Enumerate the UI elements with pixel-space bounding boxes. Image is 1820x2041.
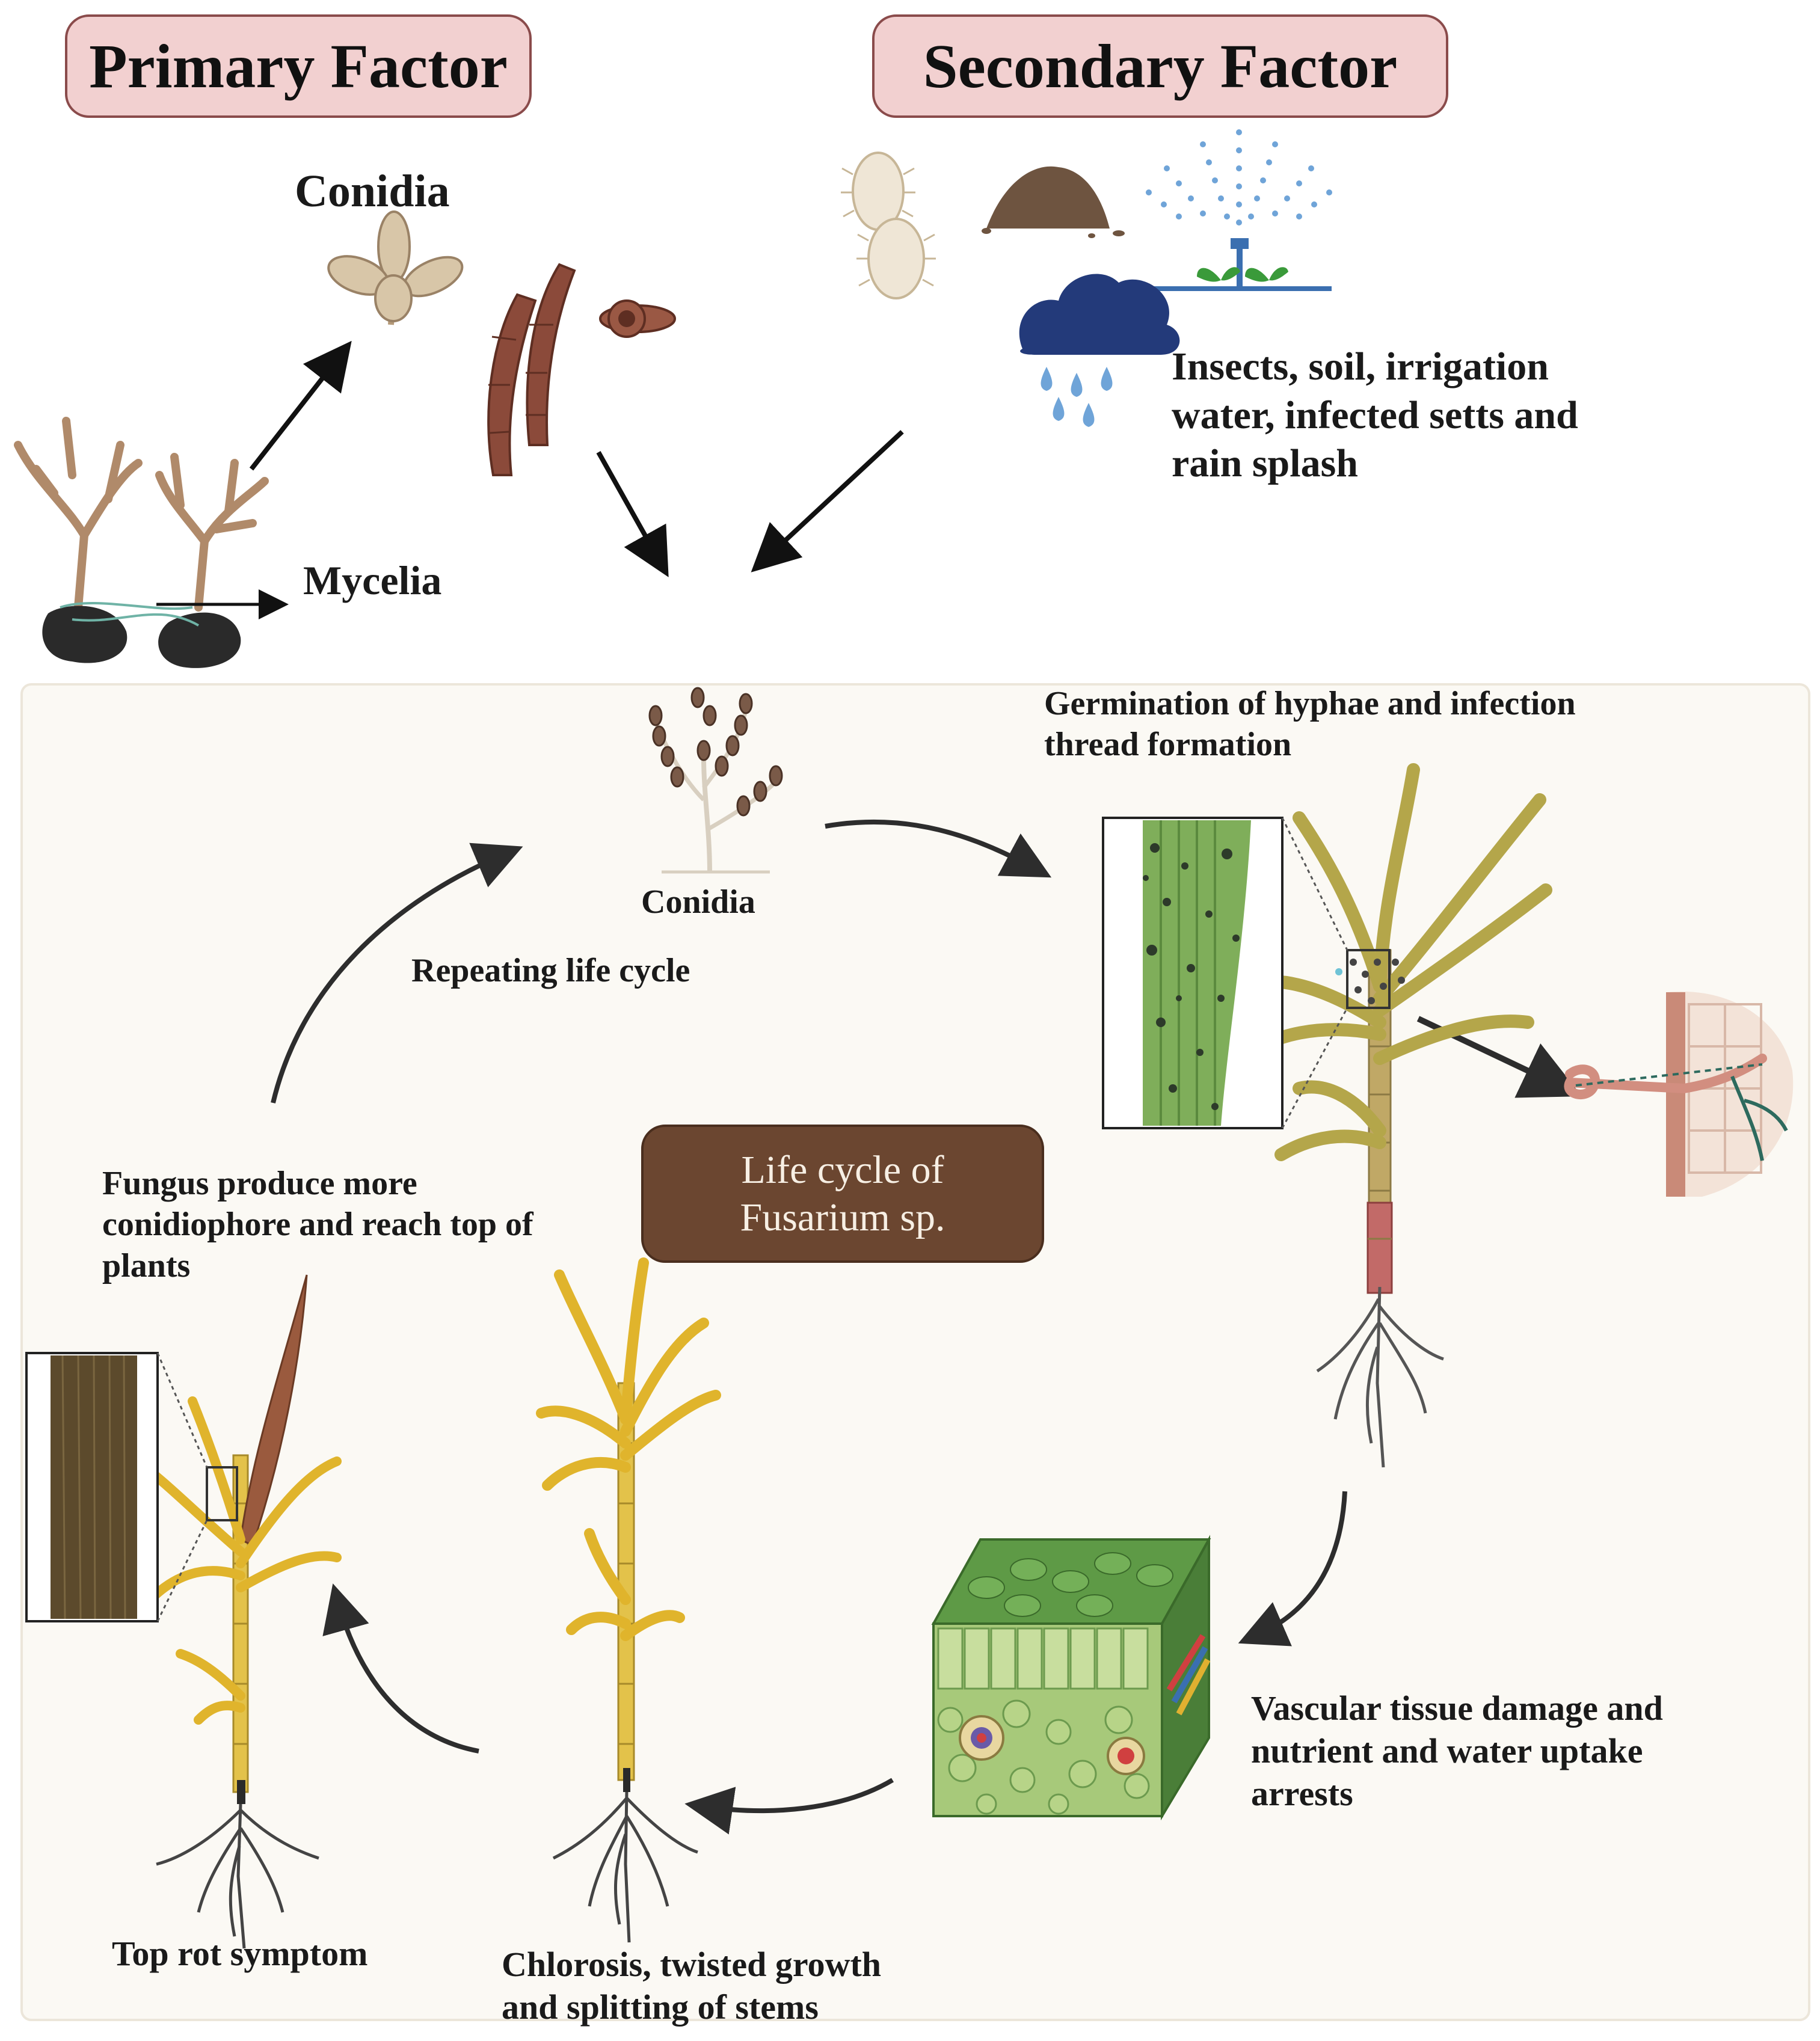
secondary-factor-box: Secondary Factor: [872, 14, 1448, 118]
mycelia-icon: [14, 417, 269, 612]
irrigation-icon: [1146, 129, 1332, 291]
primary-factor-title: Primary Factor: [89, 31, 508, 101]
germination-label: Germination of hyphae and infection thre…: [1044, 685, 1576, 764]
arrow-mycelia-to-conidia: [249, 340, 352, 471]
conidia-cycle-label: Conidia: [641, 883, 755, 921]
conidia-top-label: Conidia: [295, 166, 450, 216]
vascular-tissue-icon: [931, 1535, 1211, 1821]
arrow-secondary-to-cycle: [751, 430, 904, 572]
insect-icon: [841, 152, 936, 299]
hyphae-tissue-icon: [1564, 991, 1794, 1197]
infected-sugarcane-icon: [1238, 763, 1552, 1468]
secondary-factor-title: Secondary Factor: [923, 31, 1398, 101]
life-cycle-title: Life cycle of Fusarium sp.: [740, 1147, 945, 1239]
arrow-repeating-cycle: [271, 842, 523, 1103]
arrow-conidia-to-infection: [825, 819, 1052, 878]
life-cycle-title-box: Life cycle of Fusarium sp.: [641, 1125, 1044, 1263]
conidiophore-icon: [648, 687, 783, 874]
arrow-chlorosis-to-toprot: [322, 1583, 479, 1754]
arrow-vascular-to-chlorosis: [684, 1778, 894, 1835]
secondary-factor-description: Insects, soil, irrigation water, infecte…: [1172, 345, 1578, 486]
soil-icon: [982, 166, 1125, 238]
leaf-closeup-inset: [1102, 817, 1348, 1129]
fungus-produce-label: Fungus produce more conidiophore and rea…: [102, 1165, 533, 1284]
arrow-infection-to-vascular: [1238, 1491, 1347, 1647]
top-illustrations: [14, 129, 1332, 668]
mycelia-label: Mycelia: [303, 557, 442, 603]
arrow-conidia-to-cycle: [596, 451, 669, 577]
chlorosis-label: Chlorosis, twisted growth and splitting …: [502, 1945, 882, 2027]
top-rot-label: Top rot symptom: [112, 1934, 368, 1973]
rotted-stem-inset: [25, 1352, 208, 1622]
life-cycle-panel: [20, 683, 1810, 2021]
chlorotic-sugarcane-icon: [536, 1257, 721, 1943]
primary-factor-box: Primary Factor: [65, 14, 532, 118]
top-rot-sugarcane-icon: [140, 1274, 342, 1949]
repeating-cycle-label: Repeating life cycle: [411, 952, 690, 989]
conidia-cluster-icon: [327, 210, 464, 325]
sclerotia-icon: [42, 589, 289, 668]
rain-cloud-icon: [1019, 274, 1180, 427]
macroconidia-icon: [487, 263, 676, 476]
vascular-damage-label: Vascular tissue damage and nutrient and …: [1251, 1689, 1663, 1813]
